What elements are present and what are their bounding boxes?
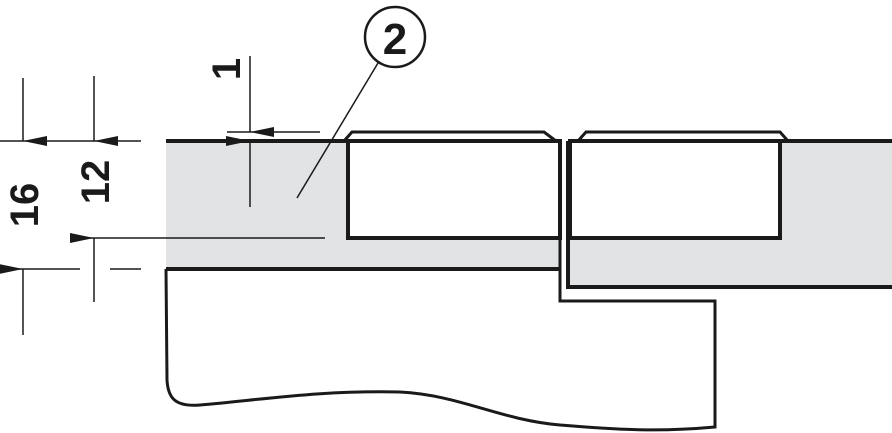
callout-circle	[363, 5, 427, 69]
dim-label-12: 12	[74, 160, 118, 205]
carcass-outline	[164, 141, 717, 432]
dim-label-1: 1	[205, 58, 249, 80]
right-hinge-pocket	[568, 139, 782, 240]
left-hinge-lid	[342, 130, 557, 143]
callout-number: 2	[383, 15, 407, 64]
right-hinge-lid	[576, 130, 790, 142]
callout-leader	[296, 62, 379, 199]
left-hinge-pocket	[346, 139, 562, 240]
dim-label-16: 16	[3, 183, 47, 228]
